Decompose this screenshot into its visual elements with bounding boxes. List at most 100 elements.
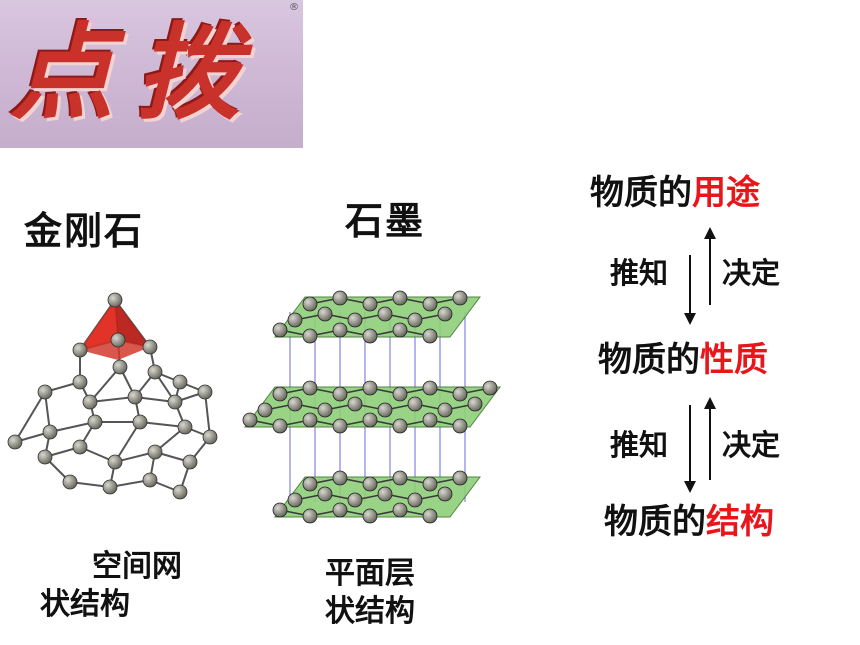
graphite-atom — [407, 492, 423, 508]
graphite-atom — [332, 418, 348, 434]
diamond-atom — [127, 389, 143, 405]
graphite-atom — [422, 380, 438, 396]
graphite-atom — [347, 492, 363, 508]
graphite-atom — [332, 386, 348, 402]
graphite-structure-diagram — [242, 290, 501, 524]
graphite-atom — [362, 476, 378, 492]
graphite-atom — [452, 470, 468, 486]
decide-label-1: 决定 — [722, 256, 781, 290]
graphite-atom — [422, 508, 438, 524]
graphite-atom — [287, 492, 303, 508]
diamond-bond — [204, 391, 211, 438]
graphite-atom — [437, 486, 453, 502]
diamond-atom — [147, 364, 163, 380]
diamond-atom — [112, 359, 128, 375]
graphite-atom — [242, 412, 258, 428]
diamond-atom — [72, 374, 88, 390]
diamond-bond — [89, 366, 121, 403]
graphite-atom — [317, 306, 333, 322]
up-arrow-head-1 — [704, 227, 716, 239]
graphite-atom — [392, 502, 408, 518]
graphite-atom — [287, 312, 303, 328]
graphite-atom — [362, 412, 378, 428]
diamond-atom — [177, 419, 193, 435]
graphite-atom — [302, 476, 318, 492]
up-arrow-head-2 — [704, 397, 716, 409]
graphite-atom — [422, 412, 438, 428]
graphite-atom — [377, 402, 393, 418]
diamond-atom — [142, 472, 158, 488]
tetrahedron-face-left — [80, 300, 118, 350]
diamond-atom — [110, 332, 126, 348]
graphite-atom — [407, 312, 423, 328]
graphite-atom — [362, 508, 378, 524]
diamond-atom — [142, 339, 158, 355]
graphite-atom — [452, 290, 468, 306]
arrows-2 — [684, 397, 716, 493]
graphite-atom — [377, 486, 393, 502]
decide-label-2: 决定 — [722, 428, 781, 462]
graphite-atom — [407, 396, 423, 412]
graphite-atom — [332, 322, 348, 338]
property-highlight: 性质 — [700, 340, 768, 380]
graphite-atom — [392, 290, 408, 306]
graphite-atom — [362, 296, 378, 312]
graphite-atom — [302, 380, 318, 396]
diamond-atom — [37, 449, 53, 465]
diamond-bond — [114, 421, 141, 463]
infer-label-2: 推知 — [610, 428, 669, 462]
diamond-atom — [87, 414, 103, 430]
down-arrow-head-2 — [684, 481, 696, 493]
graphite-atom — [257, 402, 273, 418]
diamond-caption-line1: 空间网 — [92, 549, 182, 584]
graphite-atom — [272, 322, 288, 338]
arrows-1 — [684, 227, 716, 325]
graphite-atom — [392, 322, 408, 338]
diamond-bond — [139, 421, 186, 428]
graphite-atom — [347, 312, 363, 328]
graphite-caption-line1: 平面层 — [325, 556, 415, 591]
graphite-atom — [332, 502, 348, 518]
banner-image: 点拨 ® — [0, 0, 303, 148]
graphite-atom — [362, 380, 378, 396]
graphite-atom — [437, 306, 453, 322]
registered-mark: ® — [289, 2, 299, 13]
diamond-caption: 空间网 状结构 — [40, 548, 210, 624]
diamond-structure-diagram — [7, 292, 218, 500]
graphite-atom — [302, 508, 318, 524]
diamond-bond — [14, 391, 46, 443]
graphite-atom — [332, 470, 348, 486]
diamond-atom — [107, 454, 123, 470]
diamond-atom — [82, 394, 98, 410]
graphite-atom — [452, 386, 468, 402]
structure-highlight: 结构 — [706, 502, 774, 542]
graphite-atom — [392, 418, 408, 434]
graphite-atom — [437, 402, 453, 418]
graphite-atom — [317, 402, 333, 418]
graphite-atom — [482, 380, 498, 396]
diamond-atom — [42, 424, 58, 440]
graphite-atom — [272, 386, 288, 402]
diamond-atom — [202, 429, 218, 445]
tetrahedron-face-right — [115, 300, 150, 347]
diamond-atom — [102, 479, 118, 495]
graphite-atom — [422, 296, 438, 312]
graphite-atom — [467, 396, 483, 412]
graphite-atom — [362, 328, 378, 344]
diamond-atom — [172, 484, 188, 500]
graphite-atom — [422, 328, 438, 344]
graphite-atom — [377, 306, 393, 322]
graphite-atom — [302, 296, 318, 312]
graphite-atom — [287, 396, 303, 412]
graphite-atom — [272, 502, 288, 518]
diamond-atom — [172, 374, 188, 390]
graphite-caption: 平面层 状结构 — [290, 555, 450, 631]
infer-label-1: 推知 — [610, 256, 669, 290]
structure-prefix: 物质的 — [604, 502, 706, 542]
graphite-atom — [272, 418, 288, 434]
graphite-atom — [302, 412, 318, 428]
diamond-atom — [132, 414, 148, 430]
diamond-bond — [49, 421, 96, 433]
graphite-atom — [332, 290, 348, 306]
use-prefix: 物质的 — [590, 173, 692, 213]
